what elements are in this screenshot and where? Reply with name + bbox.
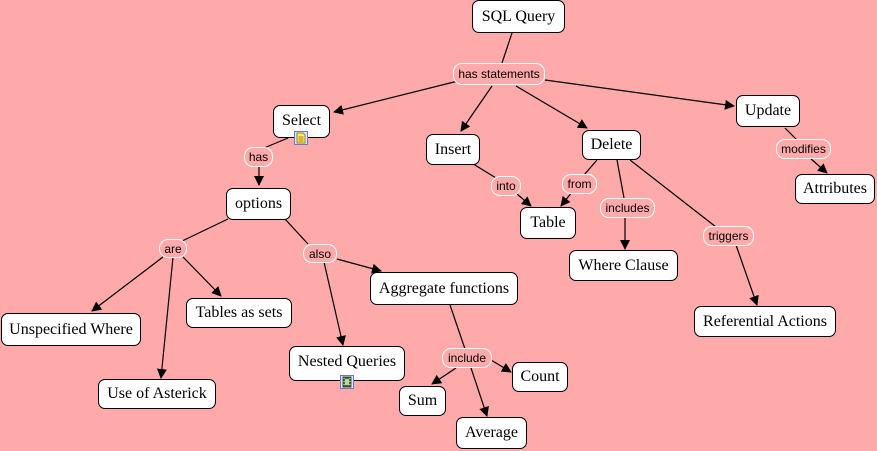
edge-has-statements-to-select <box>333 79 463 115</box>
link-are[interactable]: are <box>159 239 187 258</box>
concept-insert[interactable]: Insert <box>426 134 480 165</box>
edge-select-to-has <box>263 137 289 149</box>
concept-select[interactable]: Select <box>273 105 330 138</box>
edge-include-to-sum <box>431 367 457 385</box>
link-has[interactable]: has <box>244 147 273 167</box>
edge-are-to-tables-as-sets <box>182 256 222 297</box>
edge-modifies-to-attributes <box>809 157 828 174</box>
concept-sum[interactable]: Sum <box>399 386 446 416</box>
link-triggers[interactable]: triggers <box>703 226 754 246</box>
link-includes[interactable]: includes <box>600 198 655 218</box>
edge-has-statements-to-delete <box>515 85 588 129</box>
edge-also-to-aggregate-functions <box>336 258 382 274</box>
link-also[interactable]: also <box>303 244 337 263</box>
concept-use-of-asterick[interactable]: Use of Asterick <box>98 379 216 409</box>
edge-has-statements-to-insert <box>460 85 493 132</box>
edge-sql-query-to-has-statements <box>501 32 513 64</box>
edge-options-to-are <box>179 218 229 243</box>
edge-are-to-use-of-asterick <box>156 256 174 379</box>
link-into[interactable]: into <box>491 176 521 196</box>
concept-tables-as-sets[interactable]: Tables as sets <box>186 298 292 328</box>
edge-update-to-modifies <box>784 127 799 142</box>
concept-options[interactable]: options <box>226 188 291 220</box>
film-icon[interactable] <box>340 375 354 389</box>
edge-include-to-average <box>470 367 489 417</box>
edge-also-to-nested-queries <box>323 261 346 346</box>
concept-aggregate-functions[interactable]: Aggregate functions <box>370 272 518 305</box>
edge-delete-to-triggers <box>629 159 717 228</box>
concept-average[interactable]: Average <box>456 417 527 449</box>
concept-delete[interactable]: Delete <box>582 130 641 160</box>
edge-are-to-unspecified-where <box>91 256 164 312</box>
link-has-statements[interactable]: has statements <box>453 63 545 85</box>
concept-count[interactable]: Count <box>512 362 568 392</box>
edge-into-to-table <box>516 193 532 207</box>
edge-has-statements-to-update <box>544 79 735 110</box>
edge-aggregate-to-include <box>449 304 466 350</box>
document-icon[interactable] <box>294 131 308 145</box>
edge-from-to-table <box>560 191 573 207</box>
concept-attributes[interactable]: Attributes <box>795 174 875 204</box>
link-include[interactable]: include <box>442 348 492 368</box>
concept-where-clause[interactable]: Where Clause <box>569 250 678 281</box>
edge-include-to-count <box>490 359 512 373</box>
concept-referential-actions[interactable]: Referential Actions <box>694 306 836 337</box>
edge-delete-to-includes <box>616 159 625 199</box>
concept-unspecified-where[interactable]: Unspecified Where <box>1 313 141 346</box>
concept-update[interactable]: Update <box>736 95 800 127</box>
link-modifies[interactable]: modifies <box>776 139 831 159</box>
concept-sql-query[interactable]: SQL Query <box>472 0 565 33</box>
edge-triggers-to-referential-actions <box>735 244 759 306</box>
edge-options-to-also <box>284 218 309 245</box>
edge-delete-to-from <box>583 159 598 176</box>
concept-table[interactable]: Table <box>520 207 576 239</box>
link-from[interactable]: from <box>562 174 597 194</box>
